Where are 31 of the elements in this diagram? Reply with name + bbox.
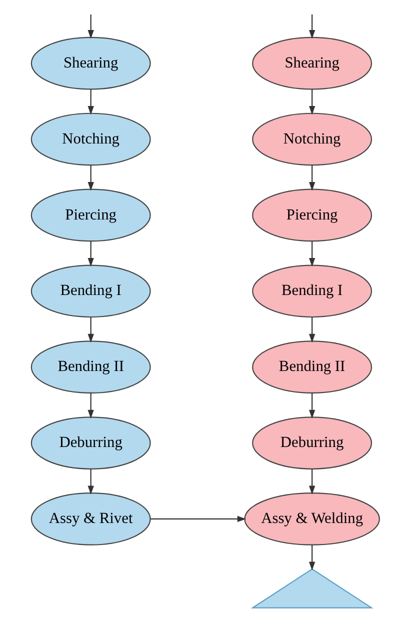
arrow	[87, 469, 94, 495]
node-ellipse: Notching	[252, 112, 372, 166]
arrow	[87, 89, 94, 115]
node-ellipse: Shearing	[30, 36, 150, 90]
arrow	[308, 89, 315, 115]
node-ellipse: Notching	[30, 112, 150, 166]
arrow	[308, 14, 315, 39]
arrow	[150, 516, 246, 522]
arrow	[308, 165, 315, 191]
node-ellipse: Piercing	[252, 188, 372, 242]
node-ellipse: Bending I	[30, 264, 150, 318]
arrow	[87, 241, 94, 267]
arrow	[308, 241, 315, 267]
node-ellipse: Deburring	[30, 416, 150, 470]
node-ellipse: Bending I	[252, 264, 372, 318]
node-triangle	[250, 568, 373, 608]
node-ellipse: Deburring	[252, 416, 372, 470]
arrow	[87, 14, 94, 39]
node-ellipse: Bending II	[252, 340, 372, 394]
arrow	[308, 317, 315, 343]
arrow	[308, 393, 315, 419]
arrow	[308, 469, 315, 495]
node-ellipse: Piercing	[30, 188, 150, 242]
node-ellipse: Assy & Rivet	[30, 492, 150, 546]
node-ellipse: Shearing	[252, 36, 372, 90]
node-ellipse: Assy & Welding	[244, 492, 380, 546]
node-ellipse: Bending II	[30, 340, 150, 394]
arrow	[87, 165, 94, 191]
arrow	[87, 317, 94, 343]
arrow	[87, 393, 94, 419]
arrow	[308, 545, 315, 571]
